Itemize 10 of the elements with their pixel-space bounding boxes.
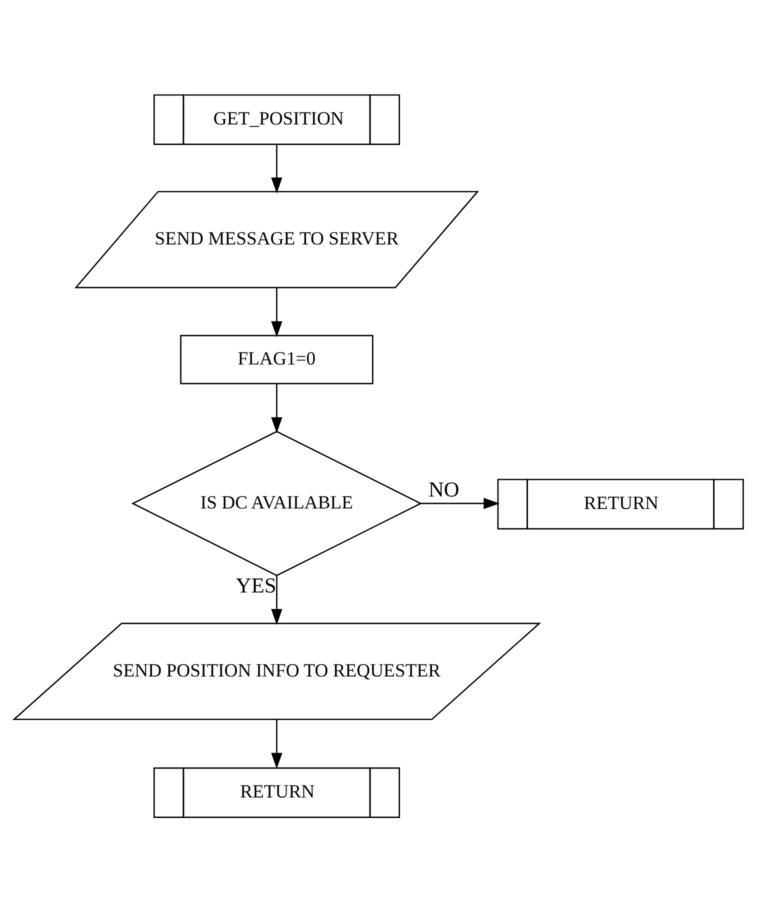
edge-label: YES — [236, 573, 276, 598]
arrow — [420, 497, 500, 509]
arrow — [271, 287, 282, 337]
arrow — [271, 383, 282, 433]
arrow — [271, 575, 282, 624]
node-diamond: IS DC AVAILABLE — [131, 430, 422, 576]
edge-label: NO — [428, 477, 460, 502]
arrow — [271, 719, 282, 768]
node-box: FLAG1=0 — [180, 334, 374, 384]
arrow — [271, 144, 282, 194]
